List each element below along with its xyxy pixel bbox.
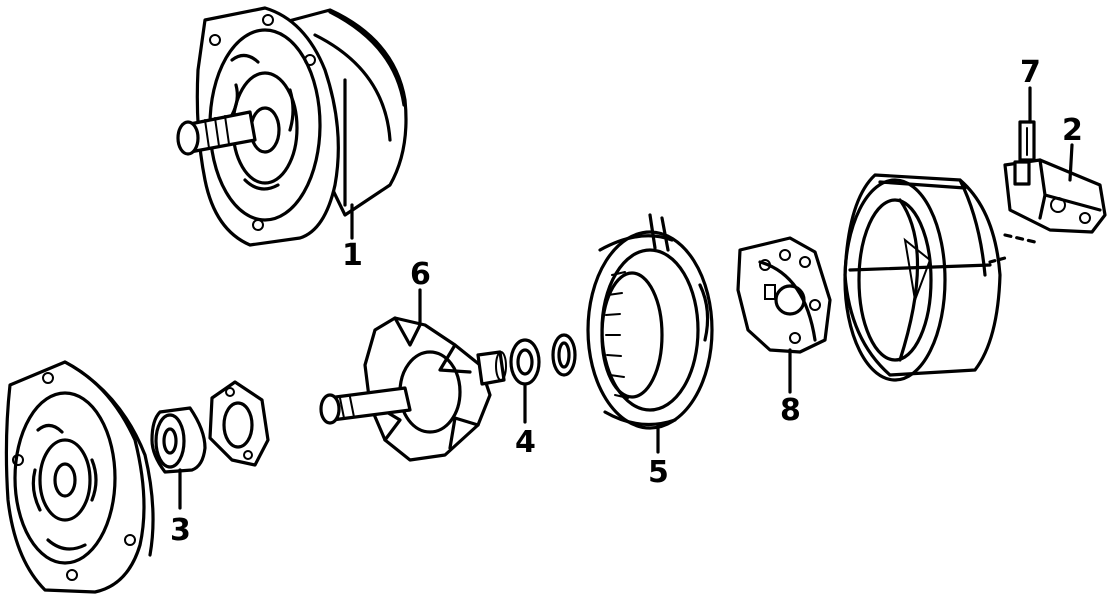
brush-drawing: [1018, 120, 1036, 162]
callout-3: 3: [170, 513, 191, 548]
rear-bearing-drawing: [509, 333, 577, 386]
alternator-assembly-drawing: [176, 6, 408, 247]
callout-4: 4: [515, 425, 536, 460]
leader-line-2: [1068, 143, 1074, 182]
callout-1: 1: [342, 238, 363, 273]
stator-drawing: [586, 213, 714, 430]
rotor-drawing: [319, 316, 507, 462]
rectifier-drawing: [736, 236, 832, 354]
bearing-drawing: [150, 380, 270, 474]
callout-6: 6: [410, 257, 431, 292]
callout-7: 7: [1020, 55, 1041, 90]
front-end-plate-drawing: [4, 360, 155, 594]
callout-2: 2: [1062, 113, 1083, 148]
callout-8: 8: [780, 393, 801, 428]
voltage-regulator-drawing: [1003, 158, 1107, 244]
rear-housing-drawing: [843, 173, 1007, 382]
callout-5: 5: [648, 455, 669, 490]
